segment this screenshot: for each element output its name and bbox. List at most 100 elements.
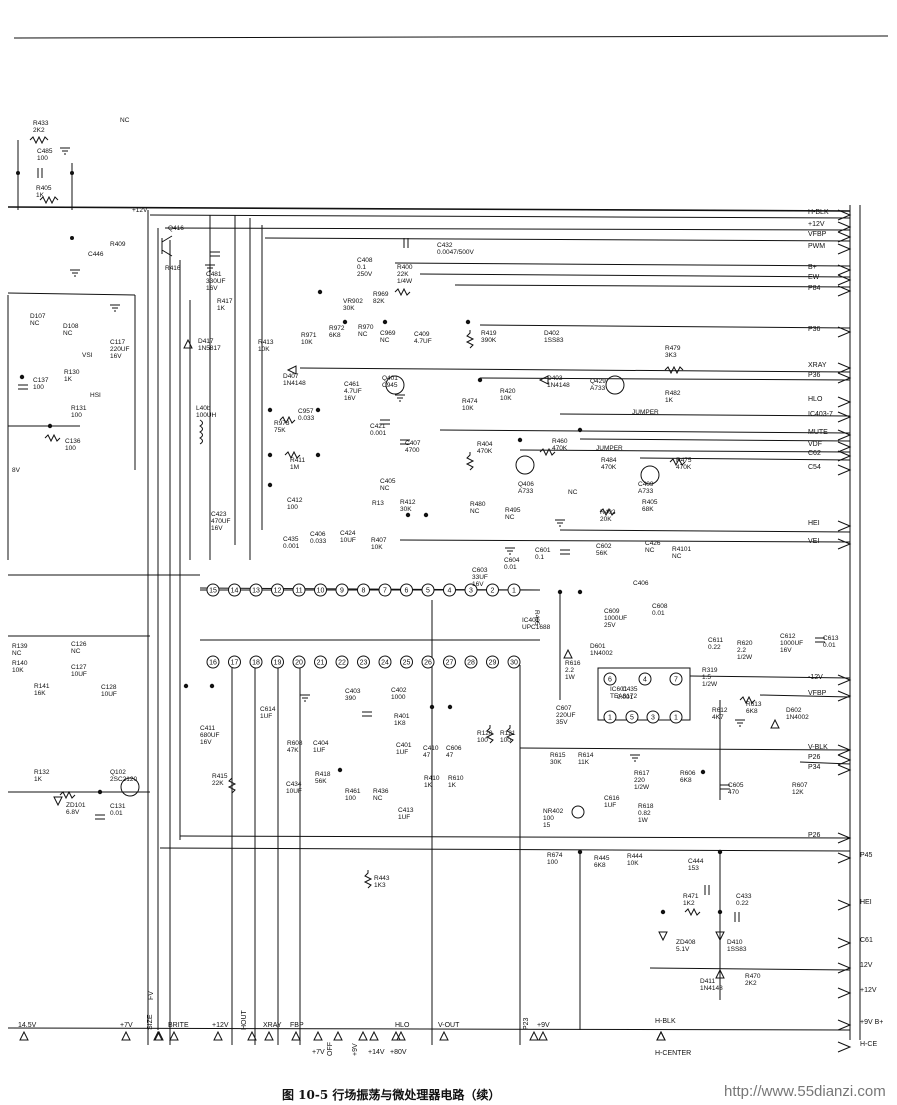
component-value: 1SS83 — [544, 337, 564, 344]
component-ref: C611 — [708, 637, 723, 644]
component-ref: C421 — [370, 423, 386, 430]
component-value: NC — [63, 330, 73, 337]
component-ref: C446 — [88, 251, 104, 258]
component-ref: R131 — [71, 405, 87, 412]
component-ref: R461 — [345, 788, 361, 795]
component-value: NC — [12, 650, 22, 657]
c406-label: C406 — [633, 580, 649, 587]
component-value: 1.5 — [702, 674, 711, 681]
rail-label: P36 — [808, 372, 821, 379]
rail-arrow — [837, 899, 852, 911]
component-ref: C603 — [472, 567, 488, 574]
component-value: 1UF — [604, 802, 616, 809]
component-r416: R416 — [165, 265, 181, 272]
component-ref: R616 — [565, 660, 581, 667]
ic401-pin-circle — [314, 583, 327, 597]
rail-label: V-BLK — [808, 744, 828, 751]
rail-label: B+ — [808, 264, 817, 271]
ic401-pin-circle — [443, 583, 456, 597]
component-ref: R608 — [287, 740, 303, 747]
component-value: 100UH — [196, 412, 217, 419]
bottom-label: 14.5V — [18, 1022, 37, 1029]
component-value: 6.8V — [66, 809, 80, 816]
ic401-pin-number: 13 — [252, 588, 260, 595]
component-ref: C613 — [823, 635, 839, 642]
component-value: C945 — [382, 382, 398, 389]
component-value: 0.22 — [736, 900, 749, 907]
ic401-pin-number: 9 — [340, 588, 344, 595]
ic601-pin-number: 1 — [674, 715, 678, 722]
component-value: 33UF — [472, 574, 488, 581]
connector-arrow — [264, 1030, 274, 1041]
component-ref: C426 — [645, 540, 661, 547]
component-ref: Q416 — [168, 225, 184, 232]
component-ref: D602 — [786, 707, 802, 714]
component-ref: R416 — [165, 265, 181, 272]
component-ref: C128 — [101, 684, 117, 691]
ic401-pin-number: 7 — [383, 588, 387, 595]
ic401-pin-number: 20 — [295, 660, 303, 667]
rail-label: H-CE — [860, 1041, 877, 1048]
component-ref: R4101 — [672, 546, 692, 553]
component-value: 0.001 — [370, 430, 387, 437]
connector-arrow — [439, 1030, 449, 1041]
component-value: 10UF — [101, 691, 117, 698]
component-ref: R612 — [712, 707, 728, 714]
component-ref: C424 — [340, 530, 356, 537]
component-ref: R409 — [110, 241, 126, 248]
component-value: 390 — [345, 695, 356, 702]
component-ref: C432 — [437, 242, 453, 249]
component-ref: Q429 — [590, 378, 606, 385]
component-ref: C604 — [504, 557, 520, 564]
component-ref: R495 — [505, 507, 521, 514]
component-value: 56K — [596, 550, 608, 557]
component-value: 0.033 — [298, 415, 315, 422]
ic401-pin-circle — [271, 655, 284, 669]
component-value: 5.1V — [676, 946, 690, 953]
ic401-pin-circle — [228, 583, 241, 597]
rail-label: P34 — [808, 764, 821, 771]
rail-label: XRAY — [808, 362, 827, 369]
ground-symbols — [60, 147, 745, 762]
watermark-text: http://www.55dianzi.com — [724, 1083, 886, 1100]
junction-dots — [16, 171, 723, 915]
component-ref: R140 — [12, 660, 28, 667]
component-value: 1W — [638, 817, 649, 824]
component-ref: C412 — [287, 497, 303, 504]
rail-label: +9V B+ — [860, 1019, 883, 1026]
component-value: 0.82 — [638, 810, 651, 817]
bottom-label: HLO — [395, 1022, 410, 1029]
component-ref: ZD101 — [66, 802, 86, 809]
ic601-pin-number: 4 — [643, 677, 647, 684]
ic401-pin-number: 10 — [317, 588, 325, 595]
